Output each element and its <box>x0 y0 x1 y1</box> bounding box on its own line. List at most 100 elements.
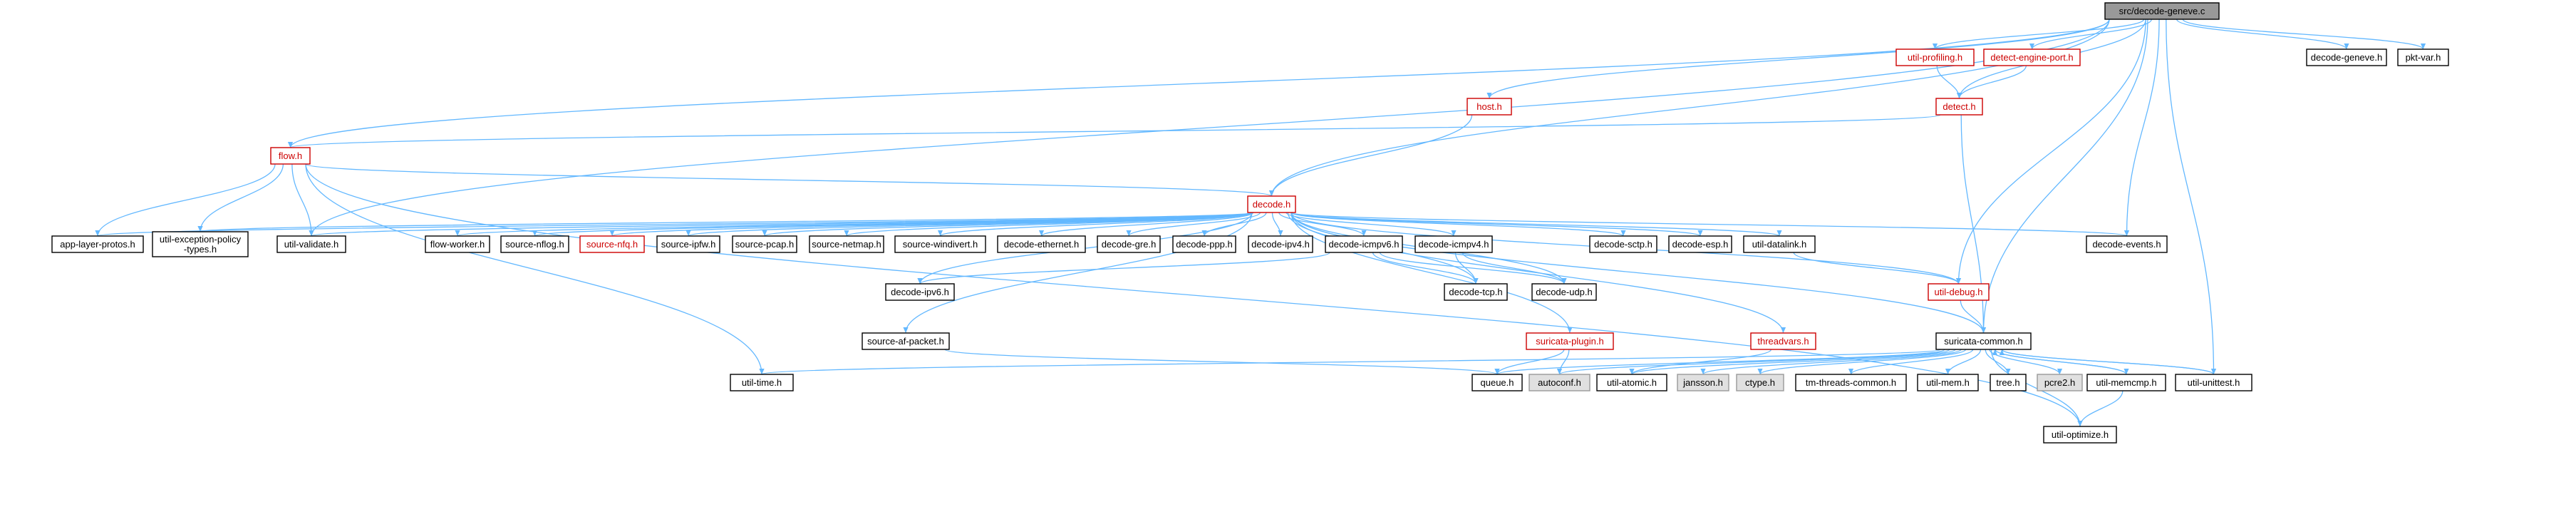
node-util-mem[interactable]: util-mem.h <box>1917 374 1979 391</box>
edge-suricata_common-to-ctype <box>1757 349 1967 375</box>
node-decode-gre[interactable]: decode-gre.h <box>1097 235 1161 253</box>
node-decode-ipv6[interactable]: decode-ipv6.h <box>885 283 955 301</box>
node-suricata-common[interactable]: suricata-common.h <box>1935 332 2032 350</box>
node-decode-esp[interactable]: decode-esp.h <box>1668 235 1732 253</box>
node-suricata-plugin[interactable]: suricata-plugin.h <box>1526 332 1614 350</box>
node-tm-threads-common[interactable]: tm-threads-common.h <box>1795 374 1907 391</box>
node-decode[interactable]: decode.h <box>1247 195 1296 213</box>
node-label: suricata-common.h <box>1944 336 2023 347</box>
node-queue[interactable]: queue.h <box>1471 374 1523 391</box>
node-source-pcap[interactable]: source-pcap.h <box>732 235 797 253</box>
node-host[interactable]: host.h <box>1467 98 1512 116</box>
node-decode-icmpv4[interactable]: decode-icmpv4.h <box>1414 235 1493 253</box>
node-util-atomic[interactable]: util-atomic.h <box>1596 374 1667 391</box>
node-label: source-af-packet.h <box>867 336 944 347</box>
node-detect[interactable]: detect.h <box>1935 98 1983 116</box>
node-detect-engine-port[interactable]: detect-engine-port.h <box>1983 48 2081 66</box>
node-decode-tcp[interactable]: decode-tcp.h <box>1444 283 1508 301</box>
node-util-optimize[interactable]: util-optimize.h <box>2043 426 2117 444</box>
node-label: decode-tcp.h <box>1449 287 1502 297</box>
node-app-layer-protos[interactable]: app-layer-protos.h <box>51 235 144 253</box>
node-label: ctype.h <box>1745 377 1775 388</box>
node-label: host.h <box>1476 101 1501 112</box>
node-jansson[interactable]: jansson.h <box>1677 374 1729 391</box>
edge-decode_icmpv4-to-decode_tcp <box>1454 252 1479 285</box>
node-util-time[interactable]: util-time.h <box>730 374 794 391</box>
node-decode-sctp[interactable]: decode-sctp.h <box>1589 235 1657 253</box>
node-pkt-var[interactable]: pkt-var.h <box>2397 48 2449 66</box>
node-decode-ppp[interactable]: decode-ppp.h <box>1172 235 1236 253</box>
node-box <box>152 231 249 257</box>
node-decode-events[interactable]: decode-events.h <box>2086 235 2168 253</box>
node-box <box>732 235 797 253</box>
node-box <box>1589 235 1657 253</box>
node-box <box>1917 374 1979 391</box>
node-util-validate[interactable]: util-validate.h <box>276 235 346 253</box>
edge-root-to-detect_engine_port <box>2029 19 2153 50</box>
edge-flow-to-util_exception <box>197 163 284 232</box>
node-label: queue.h <box>1481 377 1514 388</box>
node-label: pkt-var.h <box>2406 52 2441 63</box>
node-label: detect.h <box>1943 101 1975 112</box>
node-decode-udp[interactable]: decode-udp.h <box>1531 283 1597 301</box>
node-source-nflog[interactable]: source-nflog.h <box>500 235 569 253</box>
edge-decode-to-decode_esp <box>1290 212 1703 237</box>
edge-layer <box>95 19 2426 427</box>
node-flow-worker[interactable]: flow-worker.h <box>425 235 490 253</box>
edge-root-to-decode <box>1268 19 2110 197</box>
node-label: decode-geneve.h <box>2311 52 2382 63</box>
node-source-windivert[interactable]: source-windivert.h <box>894 235 986 253</box>
node-box <box>885 283 955 301</box>
node-decode-ethernet[interactable]: decode-ethernet.h <box>997 235 1086 253</box>
node-util-datalink[interactable]: util-datalink.h <box>1743 235 1816 253</box>
node-source-ipfw[interactable]: source-ipfw.h <box>656 235 720 253</box>
edge-decode-to-source_windivert <box>938 212 1253 237</box>
node-autoconf[interactable]: autoconf.h <box>1528 374 1590 391</box>
node-util-debug[interactable]: util-debug.h <box>1928 283 1990 301</box>
node-box <box>2306 48 2387 66</box>
node-label: tm-threads-common.h <box>1806 377 1896 388</box>
node-box <box>2086 374 2166 391</box>
node-label: util-exception-policy <box>160 234 242 245</box>
edge-decode-to-decode_ipv4 <box>1271 212 1283 237</box>
node-box <box>1736 374 1784 391</box>
node-util-memcmp[interactable]: util-memcmp.h <box>2086 374 2166 391</box>
node-ctype[interactable]: ctype.h <box>1736 374 1784 391</box>
edge-decode-to-app_layer_protos <box>95 212 1253 237</box>
edge-flow-to-util_time <box>305 163 765 375</box>
node-util-exception[interactable]: util-exception-policy-types.h <box>152 231 249 257</box>
edge-suricata_common-to-queue <box>1494 349 1945 375</box>
node-label: source-nflog.h <box>505 239 564 250</box>
node-label: detect-engine-port.h <box>1990 52 2073 63</box>
node-box <box>862 332 950 350</box>
node-box <box>276 235 346 253</box>
node-box <box>1668 235 1732 253</box>
node-pcre2[interactable]: pcre2.h <box>2037 374 2083 391</box>
node-label: suricata-plugin.h <box>1536 336 1603 347</box>
node-decode-geneve-h[interactable]: decode-geneve.h <box>2306 48 2387 66</box>
edge-host-to-decode <box>1268 114 1473 197</box>
node-label: src/decode-geneve.c <box>2119 6 2205 16</box>
node-box <box>1172 235 1236 253</box>
node-decode-ipv4[interactable]: decode-ipv4.h <box>1248 235 1313 253</box>
node-label: util-datalink.h <box>1752 239 1807 250</box>
edge-suricata_common-to-jansson <box>1700 349 1962 375</box>
edge-root-to-util_profiling <box>1932 19 2145 50</box>
node-label: decode-gre.h <box>1102 239 1157 250</box>
node-threadvars[interactable]: threadvars.h <box>1750 332 1816 350</box>
node-util-profiling[interactable]: util-profiling.h <box>1895 48 1975 66</box>
node-tree[interactable]: tree.h <box>1990 374 2027 391</box>
node-source-nfq[interactable]: source-nfq.h <box>579 235 645 253</box>
node-source-netmap[interactable]: source-netmap.h <box>809 235 884 253</box>
edge-decode-to-suricata_common <box>1290 212 1987 334</box>
node-util-unittest[interactable]: util-unittest.h <box>2175 374 2252 391</box>
node-root[interactable]: src/decode-geneve.c <box>2104 2 2220 20</box>
edge-decode-to-suricata_plugin <box>1290 212 1573 334</box>
node-flow[interactable]: flow.h <box>270 147 311 165</box>
node-decode-icmpv6[interactable]: decode-icmpv6.h <box>1325 235 1403 253</box>
edge-suricata_common-to-autoconf <box>1557 349 1950 375</box>
node-source-af-packet[interactable]: source-af-packet.h <box>862 332 950 350</box>
node-label: util-mem.h <box>1926 377 1970 388</box>
edge-flow-to-util_validate <box>291 163 314 237</box>
edge-root-to-util_validate <box>309 19 2110 237</box>
